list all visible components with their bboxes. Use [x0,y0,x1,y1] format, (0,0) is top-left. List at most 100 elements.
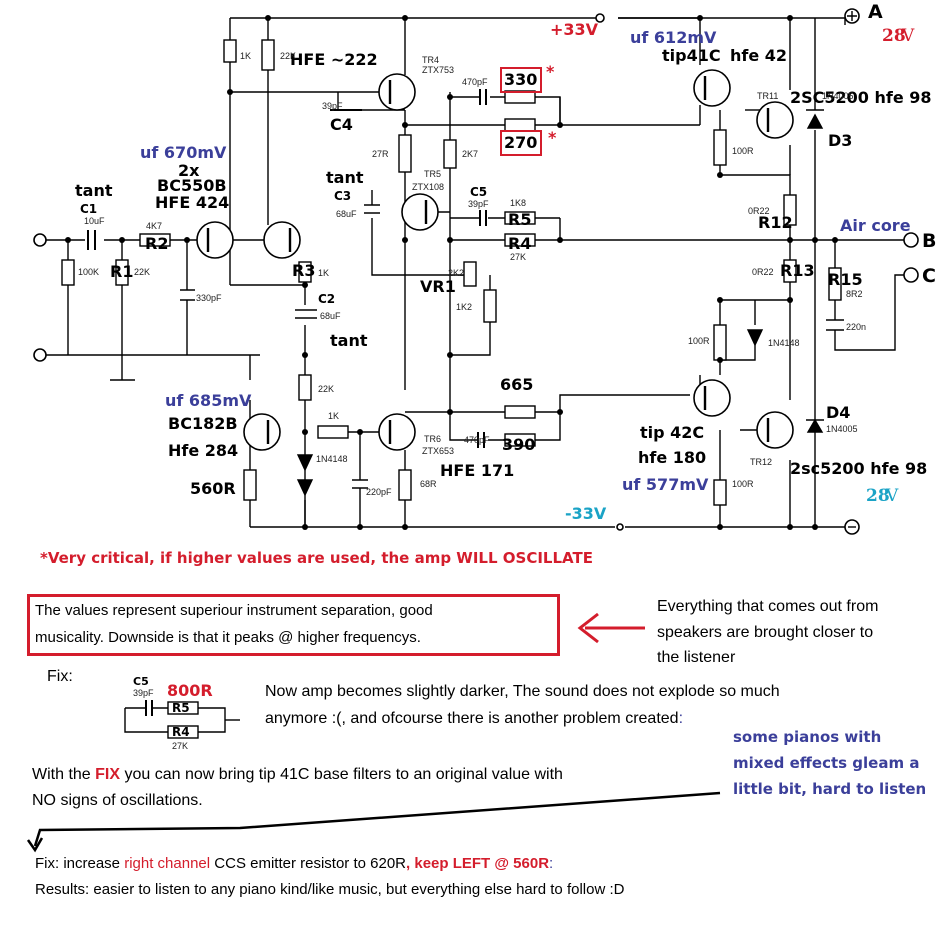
label-r1: R1 [110,262,134,281]
value-tr6: TR6 [424,434,442,444]
value-470pf-bot: 470pF [464,435,490,445]
resistor-22k-top [261,39,275,71]
note-with-fix: With the FIX you can now bring tip 41C b… [32,767,563,783]
label-bc182b: BC182B [168,414,238,433]
terminal-input-gnd [33,348,47,362]
value-d4-1n4005: 1N4005 [826,424,858,434]
transistor-tip42c [693,379,731,417]
label-665: 665 [500,375,534,394]
label-hfe-222: HFE ~222 [290,50,378,69]
value-ztx108: ZTX108 [412,182,445,192]
note-values-line1: The values represent superiour instrumen… [35,602,433,619]
value-c4-39pf: 39pF [322,101,343,111]
diode-1n4148-a [296,454,314,472]
label-vr1: VR1 [420,277,456,296]
values-note-box [27,594,560,656]
value-68r: 68R [420,479,437,489]
label-hfe-171: HFE 171 [440,461,515,480]
note-fix-increase-line: Fix: increase right channel CCS emitter … [35,856,553,871]
resistor-r4 [504,233,536,247]
label-hfe-180: hfe 180 [638,448,707,467]
diode-d3 [806,113,824,129]
fix-resistor-r4 [167,725,199,739]
note-pianos-line2: mixed effects gleam a [733,754,920,772]
diode-1n4148-right [746,329,764,347]
value-r13-0r22: 0R22 [752,267,774,277]
note-colon: : [549,855,554,872]
note-with-the: With the [32,766,96,783]
value-fix-27k: 27K [172,741,189,751]
note-pianos-line1: some pianos with [733,728,882,746]
value-tr4: TR4 [422,55,440,65]
value-vr-2k2: 2K2 [448,268,465,278]
resistor-1k-mid [317,425,349,439]
note-fix-label: Fix: [47,668,73,685]
transistor-tr5 [401,193,439,231]
label-c2: C2 [318,292,336,306]
transistor-tr11 [756,101,794,139]
fix-resistor-r5 [167,701,199,715]
transistor-tr6 [378,413,416,451]
terminal-c [903,267,919,283]
note-pianos-line3: little bit, hard to listen [733,780,927,798]
resistor-r5 [504,211,536,225]
note-results: Results: easier to listen to any piano k… [35,881,625,898]
note-ccs: CCS emitter resistor to 620R [210,855,407,872]
label-r13: R13 [780,261,815,280]
diode-1n4148-b [296,479,314,497]
resistor-560r [243,469,257,501]
value-ztx753: ZTX753 [422,65,455,75]
hand-drawn-arrow [33,791,721,847]
resistor-r13 [783,259,797,283]
label-pos33v: +33V [550,20,599,39]
label-28-top-num: 28 [882,26,906,46]
note-darker-colon: : [678,710,684,727]
label-2sc5200-top: 2SC5200 hfe 98 [790,88,932,107]
label-c1: C1 [80,202,98,216]
label-uf-670: uf 670mV [140,143,227,162]
value-27k: 27K [510,252,527,262]
resistor-68r [398,469,412,501]
label-fix-r5: R5 [172,701,190,715]
label-hfe-42: hfe 42 [730,46,788,65]
label-tant-c2: tant [330,331,368,350]
label-neg33v: -33V [565,504,607,523]
note-speakers-line1: Everything that comes out from [657,598,879,615]
label-rail-a: A [868,1,883,23]
resistor-665 [504,405,536,419]
note-right-channel: right channel [124,855,211,872]
label-560r: 560R [190,479,236,498]
label-c5: C5 [470,185,488,199]
label-2x: 2x [178,161,200,180]
label-uf-577: uf 577mV [622,475,709,494]
label-r15: R15 [828,270,863,289]
label-air-core: Air core [840,216,911,235]
label-tant-c1: tant [75,181,113,200]
fix-capacitor-c5 [145,700,153,716]
capacitor-470pf-top [479,89,487,105]
label-star-270: * [548,128,557,147]
resistor-22k-mid [298,374,312,401]
label-tip41c: tip41C [662,46,721,65]
value-1k-mid: 1K [328,411,340,421]
value-tr5: TR5 [424,169,442,179]
label-28-top-unit: V [902,26,915,46]
label-hfe-284: Hfe 284 [168,441,239,460]
value-d3-1n4005: 1N4005 [822,91,854,101]
label-r2: R2 [145,234,169,253]
value-1k2: 1K2 [456,302,473,312]
note-values-line2: musicality. Downside is that it peaks @ … [35,629,421,646]
value-c3-68uf: 68uF [336,209,357,219]
diode-d4 [806,418,824,433]
label-tant-c3: tant [326,168,364,187]
value-100r-top: 100R [732,146,754,156]
value-2k7: 2K7 [462,149,479,159]
value-1n4148: 1N4148 [316,454,348,464]
value-100k: 100K [78,267,100,277]
value-fix-39pf: 39pF [133,688,154,698]
terminal-b [903,232,919,248]
capacitor-c1 [87,230,96,250]
capacitor-470pf-bot [477,432,485,448]
label-c3: C3 [334,189,352,203]
